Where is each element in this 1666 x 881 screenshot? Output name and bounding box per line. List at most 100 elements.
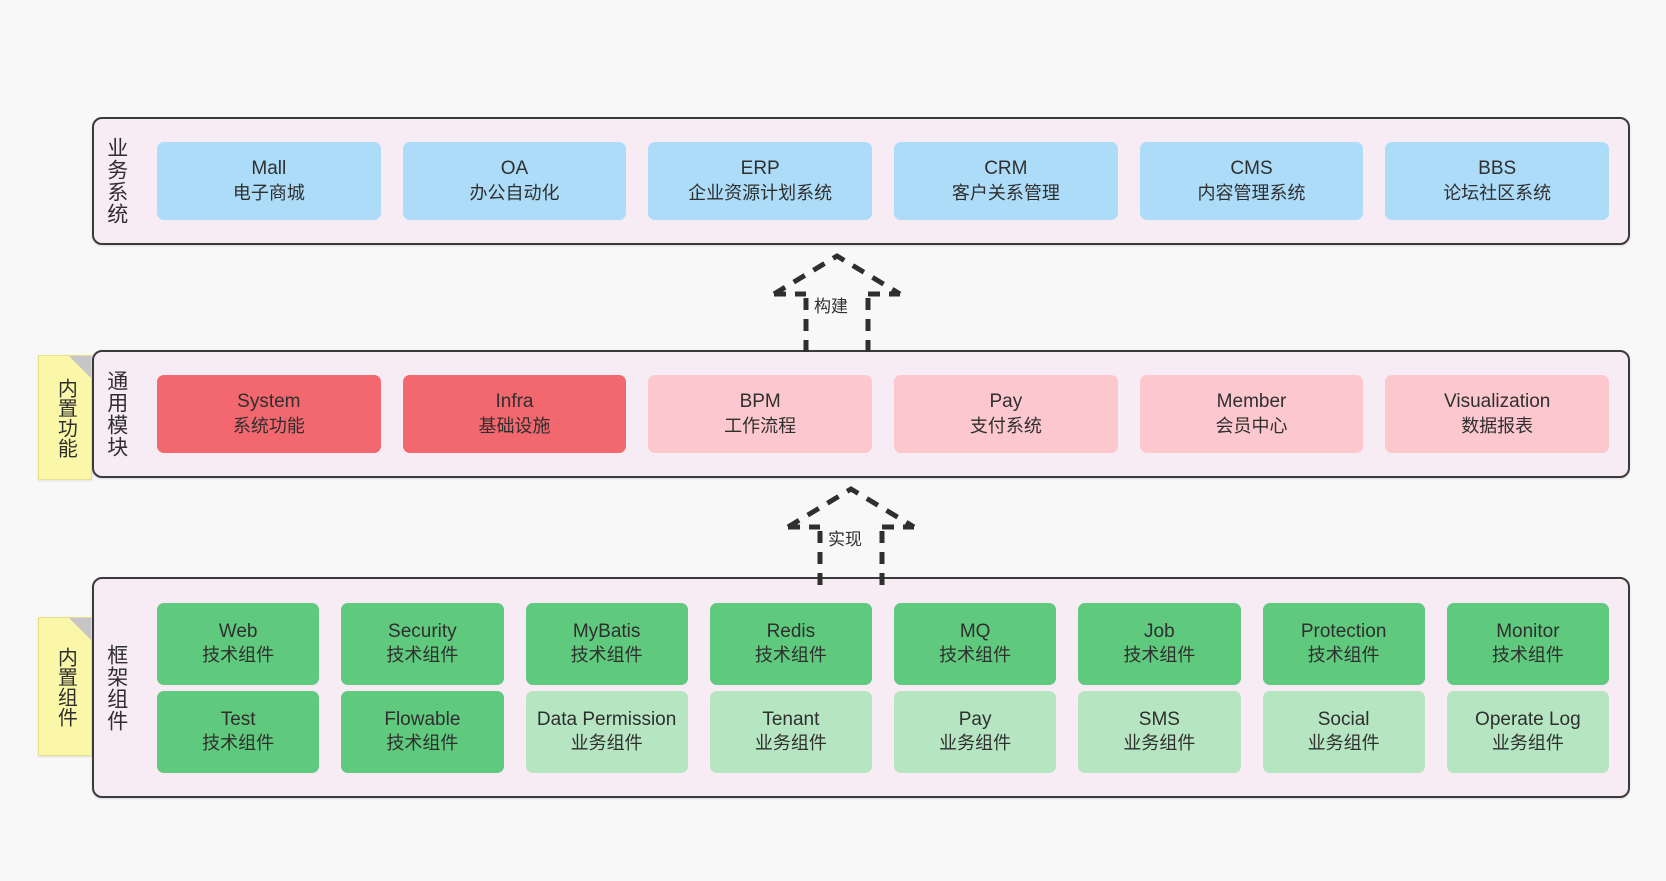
- note-builtin-features: 内置功能: [38, 355, 92, 480]
- card-protection-desc: 技术组件: [1307, 645, 1380, 666]
- arrow-build: 构建: [752, 252, 922, 352]
- card-system-desc: 系统功能: [232, 415, 305, 436]
- card-member-name: Member: [1216, 391, 1287, 413]
- card-member-desc: 会员中心: [1215, 415, 1288, 436]
- card-monitor-desc: 技术组件: [1491, 645, 1564, 666]
- card-system[interactable]: System 系统功能: [157, 375, 381, 453]
- card-erp-desc: 企业资源计划系统: [688, 182, 833, 203]
- card-bpm-name: BPM: [739, 391, 781, 413]
- card-operate-log-name: Operate Log: [1475, 708, 1581, 730]
- card-flowable-desc: 技术组件: [386, 733, 459, 754]
- card-mybatis[interactable]: MyBatis 技术组件: [525, 602, 688, 685]
- card-bbs-name: BBS: [1478, 158, 1517, 180]
- card-mq-desc: 技术组件: [939, 645, 1012, 666]
- arrow-build-icon: [772, 253, 902, 352]
- layer-common-modules-title: 通用模块: [104, 370, 128, 458]
- card-web-desc: 技术组件: [202, 645, 275, 666]
- card-test-name: Test: [220, 708, 256, 730]
- card-social[interactable]: Social 业务组件: [1262, 690, 1425, 773]
- layer-business-systems-title: 业务系统: [104, 137, 128, 225]
- card-erp-name: ERP: [740, 158, 780, 180]
- card-tenant[interactable]: Tenant 业务组件: [709, 690, 872, 773]
- layer-framework-components-title: 框架组件: [104, 643, 128, 732]
- card-web-name: Web: [218, 620, 258, 642]
- card-cms[interactable]: CMS 内容管理系统: [1139, 142, 1364, 220]
- card-oa-desc: 办公自动化: [469, 182, 560, 203]
- card-bpm-desc: 工作流程: [724, 415, 797, 436]
- layer-framework-components-body: Web 技术组件 Security 技术组件 MyBatis 技术组件 Redi…: [138, 579, 1628, 796]
- card-protection-name: Protection: [1300, 620, 1387, 642]
- card-pay-component[interactable]: Pay 业务组件: [894, 690, 1057, 773]
- card-infra-name: Infra: [495, 391, 534, 413]
- card-bbs-desc: 论坛社区系统: [1443, 182, 1552, 203]
- card-bbs[interactable]: BBS 论坛社区系统: [1385, 142, 1610, 220]
- arrow-implement: 实现: [766, 485, 936, 585]
- note-builtin-components-label: 内置组件: [54, 646, 77, 727]
- card-redis-name: Redis: [766, 620, 816, 642]
- card-web[interactable]: Web 技术组件: [157, 602, 320, 685]
- layer-common-modules-body: System 系统功能 Infra 基础设施 BPM 工作流程 Pay 支付系统…: [138, 352, 1628, 476]
- card-oa-name: OA: [500, 158, 529, 180]
- card-social-name: Social: [1317, 708, 1370, 730]
- card-pay-component-name: Pay: [958, 708, 992, 730]
- card-monitor[interactable]: Monitor 技术组件: [1446, 602, 1609, 685]
- card-sms[interactable]: SMS 业务组件: [1078, 690, 1241, 773]
- note-fold-corner-icon: [69, 618, 91, 640]
- card-monitor-name: Monitor: [1496, 620, 1560, 642]
- card-bpm[interactable]: BPM 工作流程: [648, 375, 873, 453]
- card-operate-log-desc: 业务组件: [1491, 733, 1564, 754]
- card-data-permission[interactable]: Data Permission 业务组件: [525, 690, 688, 773]
- card-redis-desc: 技术组件: [754, 645, 827, 666]
- arrow-build-label: 构建: [814, 297, 848, 316]
- card-mall-desc: 电子商城: [232, 182, 305, 203]
- card-infra[interactable]: Infra 基础设施: [402, 375, 627, 453]
- card-protection[interactable]: Protection 技术组件: [1262, 602, 1425, 685]
- card-pay-component-desc: 业务组件: [939, 733, 1012, 754]
- card-visualization-desc: 数据报表: [1461, 415, 1534, 436]
- card-job-desc: 技术组件: [1123, 645, 1196, 666]
- card-visualization-name: Visualization: [1444, 391, 1551, 413]
- card-job-name: Job: [1144, 620, 1175, 642]
- card-mall[interactable]: Mall 电子商城: [157, 142, 381, 220]
- card-crm-desc: 客户关系管理: [951, 182, 1060, 203]
- card-visualization[interactable]: Visualization 数据报表: [1385, 375, 1610, 453]
- card-member[interactable]: Member 会员中心: [1139, 375, 1364, 453]
- card-tenant-name: Tenant: [762, 708, 820, 730]
- card-test[interactable]: Test 技术组件: [157, 690, 320, 773]
- card-sms-name: SMS: [1138, 708, 1180, 730]
- note-builtin-components: 内置组件: [38, 617, 92, 756]
- card-flowable[interactable]: Flowable 技术组件: [341, 690, 504, 773]
- layer-business-systems-body: Mall 电子商城 OA 办公自动化 ERP 企业资源计划系统 CRM 客户关系…: [138, 119, 1628, 243]
- framework-row-technical: Web 技术组件 Security 技术组件 MyBatis 技术组件 Redi…: [146, 602, 1620, 685]
- card-job[interactable]: Job 技术组件: [1078, 602, 1241, 685]
- card-cms-name: CMS: [1230, 158, 1273, 180]
- card-redis[interactable]: Redis 技术组件: [709, 602, 872, 685]
- card-sms-desc: 业务组件: [1123, 733, 1196, 754]
- framework-row-business: Test 技术组件 Flowable 技术组件 Data Permission …: [146, 690, 1620, 773]
- card-mq[interactable]: MQ 技术组件: [894, 602, 1057, 685]
- card-infra-desc: 基础设施: [478, 415, 551, 436]
- arrow-implement-label: 实现: [828, 530, 862, 549]
- card-pay-module-desc: 支付系统: [969, 415, 1042, 436]
- card-pay-module-name: Pay: [989, 391, 1023, 413]
- card-system-name: System: [237, 391, 301, 413]
- card-crm-name: CRM: [984, 158, 1028, 180]
- card-data-permission-name: Data Permission: [536, 708, 677, 730]
- card-mall-name: Mall: [251, 158, 287, 180]
- card-security-desc: 技术组件: [386, 645, 459, 666]
- note-fold-corner-icon: [69, 356, 91, 378]
- note-builtin-features-label: 内置功能: [54, 377, 77, 458]
- card-erp[interactable]: ERP 企业资源计划系统: [648, 142, 873, 220]
- card-crm[interactable]: CRM 客户关系管理: [894, 142, 1118, 220]
- card-data-permission-desc: 业务组件: [570, 733, 643, 754]
- card-flowable-name: Flowable: [384, 708, 461, 730]
- card-operate-log[interactable]: Operate Log 业务组件: [1446, 690, 1609, 773]
- card-oa[interactable]: OA 办公自动化: [402, 142, 627, 220]
- layer-business-systems: 业务系统 Mall 电子商城 OA 办公自动化 ERP 企业资源计划系统 CRM…: [92, 117, 1630, 245]
- arrow-implement-icon: [786, 486, 916, 585]
- card-mybatis-name: MyBatis: [572, 620, 641, 642]
- card-pay-module[interactable]: Pay 支付系统: [894, 375, 1118, 453]
- card-security[interactable]: Security 技术组件: [341, 602, 504, 685]
- card-security-name: Security: [388, 620, 457, 642]
- layer-common-modules: 通用模块 System 系统功能 Infra 基础设施 BPM 工作流程 Pay…: [92, 350, 1630, 478]
